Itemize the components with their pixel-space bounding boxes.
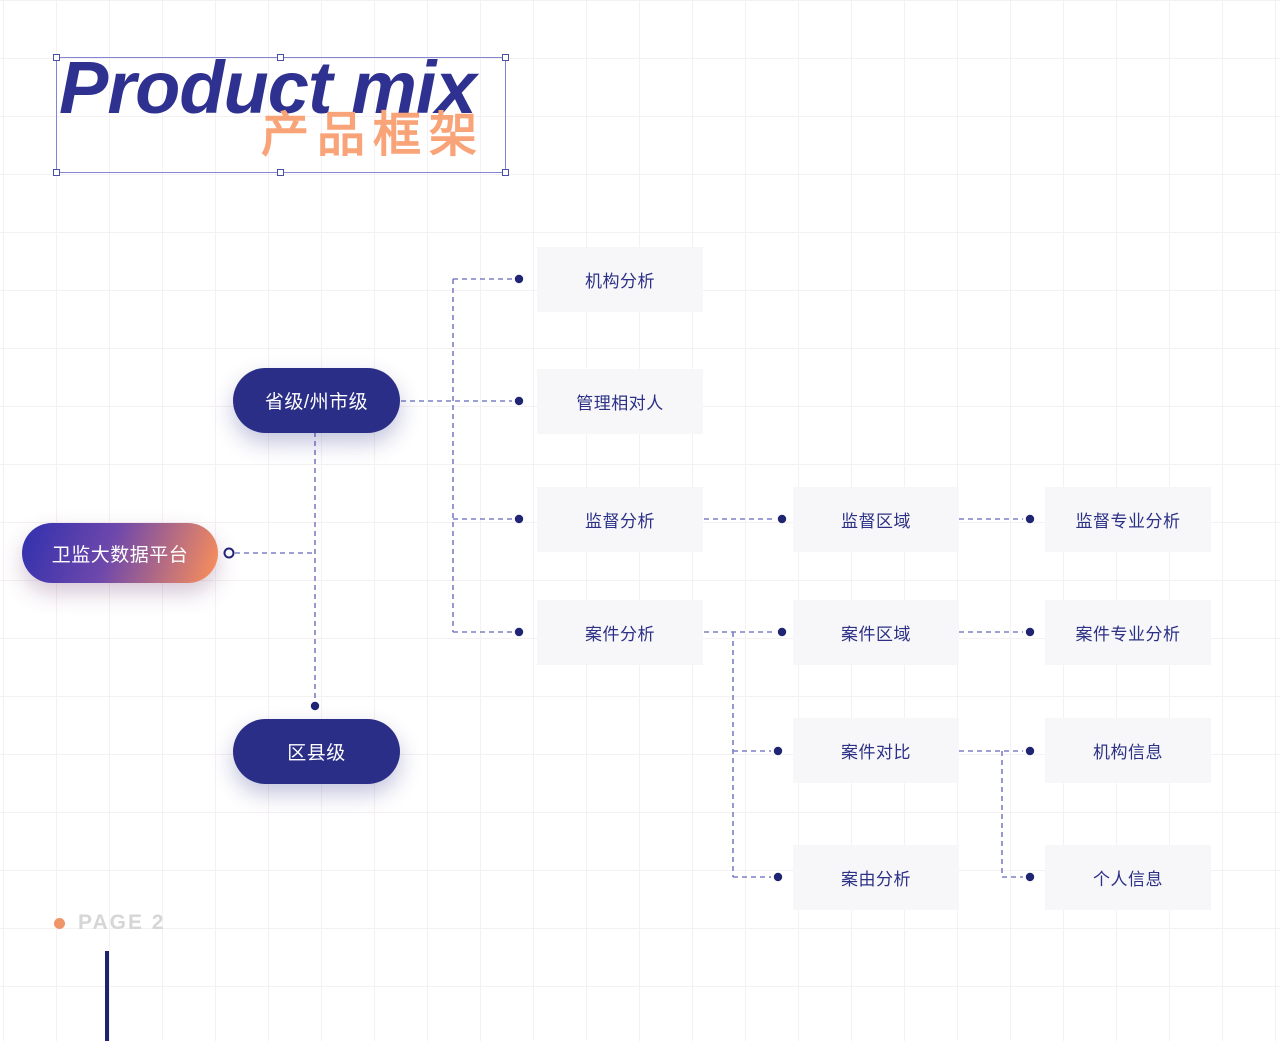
node-supervision-specialty-label: 监督专业分析 <box>1075 512 1181 531</box>
junction-dot <box>514 514 524 524</box>
junction-dot <box>514 396 524 406</box>
junction-dot <box>514 627 524 637</box>
node-supervision-region: 监督区域 <box>793 487 959 552</box>
node-counterpart: 管理相对人 <box>537 369 703 434</box>
selection-handle-top-left <box>53 54 60 61</box>
junction-dot <box>777 514 787 524</box>
node-case-specialty: 案件专业分析 <box>1045 600 1211 665</box>
node-province: 省级/州市级 <box>233 368 400 433</box>
node-platform-label: 卫监大数据平台 <box>51 544 189 566</box>
node-counterpart-label: 管理相对人 <box>576 394 664 413</box>
node-district: 区县级 <box>233 719 400 784</box>
selection-handle-bottom-center <box>277 169 284 176</box>
node-org-info: 机构信息 <box>1045 718 1211 783</box>
node-case-specialty-label: 案件专业分析 <box>1075 625 1181 644</box>
node-case-analysis: 案件分析 <box>537 600 703 665</box>
selection-handle-top-right <box>502 54 509 61</box>
node-province-label: 省级/州市级 <box>264 392 369 413</box>
junction-dot <box>1025 514 1035 524</box>
node-case-compare-label: 案件对比 <box>841 743 911 762</box>
node-supervision-analysis: 监督分析 <box>537 487 703 552</box>
node-person-info-label: 个人信息 <box>1093 870 1163 889</box>
junction-dot <box>514 274 524 284</box>
junction-dot <box>1025 627 1035 637</box>
junction-ring <box>223 547 235 559</box>
page-title-chinese: 产品框架 <box>260 109 485 162</box>
junction-dot <box>1025 746 1035 756</box>
node-supervision-specialty: 监督专业分析 <box>1045 487 1211 552</box>
node-supervision-analysis-label: 监督分析 <box>585 512 655 531</box>
node-org-info-label: 机构信息 <box>1093 743 1163 762</box>
node-district-label: 区县级 <box>287 743 346 764</box>
page-number-dot <box>54 918 65 929</box>
junction-dot <box>1025 872 1035 882</box>
page-title-english: Product mix <box>59 46 477 129</box>
node-case-region: 案件区域 <box>793 600 959 665</box>
junction-dot <box>777 627 787 637</box>
junction-dot <box>773 746 783 756</box>
node-person-info: 个人信息 <box>1045 845 1211 910</box>
selection-handle-bottom-right <box>502 169 509 176</box>
node-case-region-label: 案件区域 <box>841 625 911 644</box>
title-selection-box: Product mix 产品框架 <box>53 46 509 176</box>
node-org-analysis-label: 机构分析 <box>585 272 655 291</box>
junction-dot <box>310 701 320 711</box>
page-number-label: PAGE 2 <box>78 911 166 934</box>
node-supervision-region-label: 监督区域 <box>841 512 911 531</box>
node-case-analysis-label: 案件分析 <box>585 625 655 644</box>
node-org-analysis: 机构分析 <box>537 247 703 312</box>
node-cause-analysis: 案由分析 <box>793 845 959 910</box>
selection-handle-bottom-left <box>53 169 60 176</box>
node-case-compare: 案件对比 <box>793 718 959 783</box>
node-cause-analysis-label: 案由分析 <box>841 870 911 889</box>
selection-handle-top-center <box>277 54 284 61</box>
junction-dot <box>773 872 783 882</box>
accent-bar <box>105 951 109 1041</box>
node-platform: 卫监大数据平台 <box>22 523 218 583</box>
